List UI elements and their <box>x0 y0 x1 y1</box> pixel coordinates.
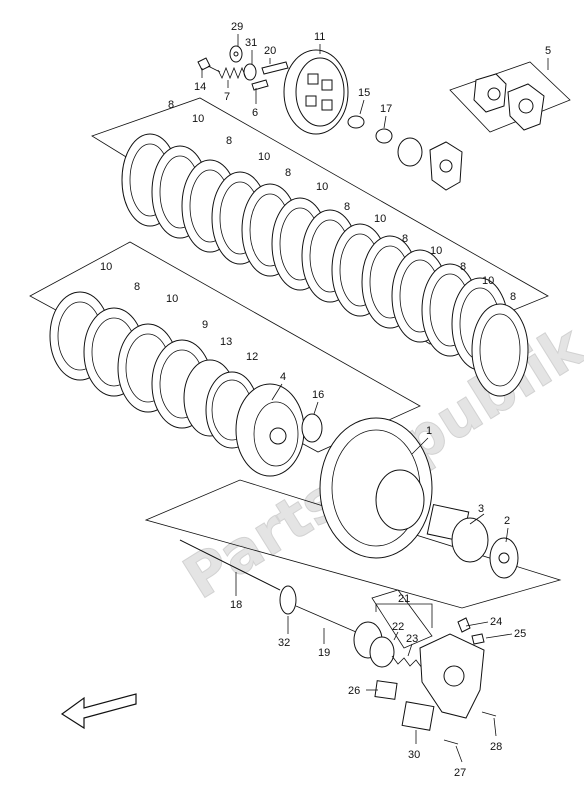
upper-callout-8-3: 8 <box>285 167 291 179</box>
upper-callout-8-6: 8 <box>460 261 466 273</box>
direction-arrow-icon <box>60 693 137 730</box>
upper-callout-8-7: 8 <box>510 291 516 303</box>
housing-outline <box>144 479 562 609</box>
callout-17: 17 <box>380 103 392 115</box>
callout-13: 13 <box>220 336 232 348</box>
callout-24: 24 <box>490 616 502 628</box>
callout-1: 1 <box>426 425 432 437</box>
upper-callout-8-5: 8 <box>402 233 408 245</box>
callout-22: 22 <box>392 621 404 633</box>
upper-callout-10-4: 10 <box>374 213 386 225</box>
upper-callout-10-1: 10 <box>192 113 204 125</box>
callout-30: 30 <box>408 749 420 761</box>
callout-5: 5 <box>545 45 551 57</box>
callout-25: 25 <box>514 628 526 640</box>
upper-callout-10-3: 10 <box>316 181 328 193</box>
callout-14: 14 <box>194 81 206 93</box>
callout-23: 23 <box>406 633 418 645</box>
callout-15: 15 <box>358 87 370 99</box>
callout-18: 18 <box>230 599 242 611</box>
callout-26: 26 <box>348 685 360 697</box>
callout-7: 7 <box>224 91 230 103</box>
upper-callout-10-5: 10 <box>430 245 442 257</box>
upper-callout-8-1: 8 <box>168 99 174 111</box>
upper-plate-stack <box>121 133 529 397</box>
upper-callout-8-2: 8 <box>226 135 232 147</box>
lower-callout-10-1: 10 <box>100 261 112 273</box>
callout-16: 16 <box>312 389 324 401</box>
callout-19: 19 <box>318 647 330 659</box>
callout-20: 20 <box>264 45 276 57</box>
push-rod-release <box>179 539 497 745</box>
leader-lines <box>201 34 549 763</box>
callout-6: 6 <box>252 107 258 119</box>
callout-4: 4 <box>280 371 286 383</box>
lower-plate-stack <box>49 291 323 477</box>
callout-28: 28 <box>490 741 502 753</box>
callout-12: 12 <box>246 351 258 363</box>
callout-2: 2 <box>504 515 510 527</box>
pressure-plate-assembly <box>197 45 571 191</box>
callout-31: 31 <box>245 37 257 49</box>
callout-labels: 29 31 20 11 5 14 7 6 15 17 8 10 8 10 8 1… <box>100 21 551 779</box>
callout-29: 29 <box>231 21 243 33</box>
callout-9: 9 <box>202 319 208 331</box>
lower-callout-10-2: 10 <box>166 293 178 305</box>
upper-callout-8-4: 8 <box>344 201 350 213</box>
upper-callout-10-6: 10 <box>482 275 494 287</box>
callout-27: 27 <box>454 767 466 779</box>
callout-21: 21 <box>398 593 410 605</box>
callout-3: 3 <box>478 503 484 515</box>
primary-driven-gear <box>319 417 519 579</box>
lower-callout-8: 8 <box>134 281 140 293</box>
upper-callout-10-2: 10 <box>258 151 270 163</box>
callout-32: 32 <box>278 637 290 649</box>
callout-11: 11 <box>314 31 325 43</box>
